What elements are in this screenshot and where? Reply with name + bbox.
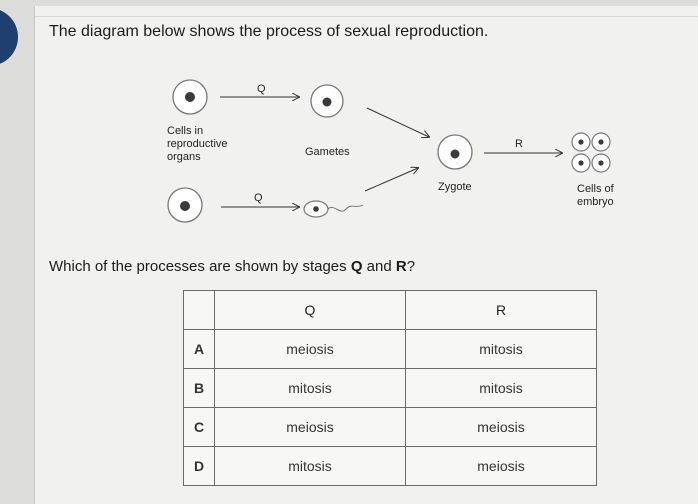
table-header-q: Q: [214, 290, 406, 330]
table-row[interactable]: C meiosis meiosis: [183, 407, 597, 447]
option-key: B: [183, 368, 215, 408]
label-cells-embryo: Cells of embryo: [577, 183, 614, 208]
option-key: C: [183, 407, 215, 447]
cell-reproductive-top: [172, 79, 208, 115]
label-cells-reproductive: Cells in reproductive organs: [167, 125, 228, 163]
reproduction-diagram: [167, 79, 611, 223]
question-title: The diagram below shows the process of s…: [49, 23, 489, 40]
cell-reproductive-bottom: [167, 187, 203, 223]
option-r-value: mitosis: [405, 368, 597, 408]
option-q-value: mitosis: [214, 446, 406, 486]
option-key: A: [183, 329, 215, 369]
gamete-egg: [310, 84, 344, 118]
zygote-cell: [437, 134, 473, 170]
answer-table: Q R A meiosis mitosis B mitosis mitosis …: [183, 290, 597, 486]
arrow-sperm-zygote: [364, 168, 418, 192]
option-r-value: mitosis: [405, 329, 597, 369]
option-q-value: mitosis: [214, 368, 406, 408]
question-prompt: Which of the processes are shown by stag…: [49, 258, 416, 275]
option-q-value: meiosis: [214, 407, 406, 447]
option-key: D: [183, 446, 215, 486]
option-r-value: meiosis: [405, 446, 597, 486]
label-zygote: Zygote: [438, 181, 472, 193]
table-row[interactable]: B mitosis mitosis: [183, 368, 597, 408]
table-row[interactable]: A meiosis mitosis: [183, 329, 597, 369]
option-r-value: meiosis: [405, 407, 597, 447]
label-r: R: [515, 138, 523, 150]
gamete-sperm: [303, 200, 364, 218]
table-header-blank: [183, 290, 215, 330]
question-page: The diagram below shows the process of s…: [34, 6, 698, 504]
table-header-r: R: [405, 290, 597, 330]
label-q-top: Q: [257, 83, 266, 95]
embryo-cells: [571, 132, 611, 173]
arrow-egg-zygote: [366, 107, 429, 137]
table-header-row: Q R: [183, 290, 597, 330]
label-q-bottom: Q: [254, 192, 263, 204]
divider: [35, 16, 698, 17]
table-row[interactable]: D mitosis meiosis: [183, 446, 597, 486]
side-tab: [0, 8, 18, 66]
label-gametes: Gametes: [305, 146, 350, 158]
option-q-value: meiosis: [214, 329, 406, 369]
